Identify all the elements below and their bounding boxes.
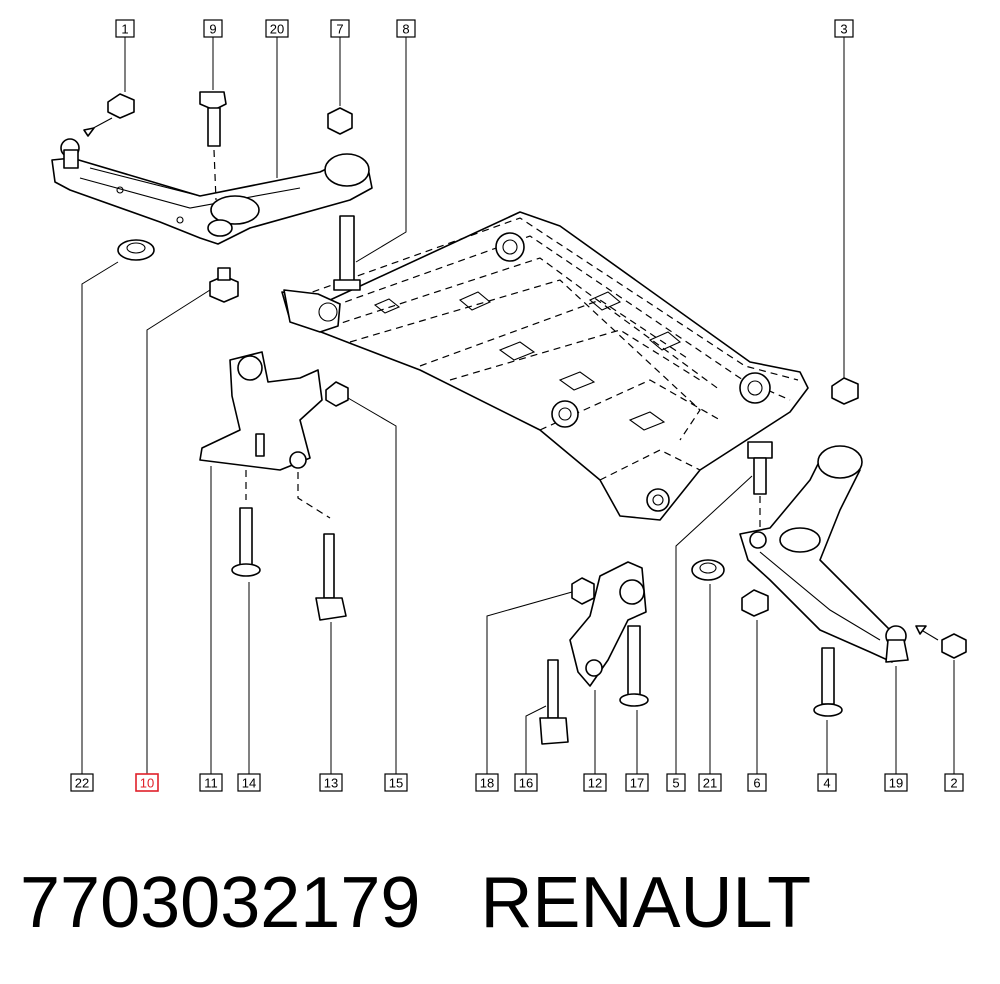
callout-6[interactable]: 6	[747, 773, 767, 792]
callout-14[interactable]: 14	[237, 773, 261, 792]
svg-text:7: 7	[336, 22, 343, 37]
svg-text:21: 21	[703, 776, 717, 791]
svg-text:11: 11	[204, 776, 218, 791]
svg-text:10: 10	[140, 776, 154, 791]
bolt-14	[231, 507, 261, 577]
bolt-9	[199, 91, 227, 147]
callout-8[interactable]: 8	[396, 19, 416, 38]
callout-2[interactable]: 2	[944, 773, 964, 792]
svg-text:22: 22	[75, 776, 89, 791]
callout-17[interactable]: 17	[625, 773, 649, 792]
svg-text:16: 16	[519, 776, 533, 791]
svg-text:8: 8	[402, 22, 409, 37]
nut-10	[209, 267, 239, 303]
svg-text:5: 5	[672, 776, 679, 791]
bolt-4	[813, 647, 843, 717]
svg-text:6: 6	[753, 776, 760, 791]
callout-10[interactable]: 10	[135, 773, 159, 792]
callout-22[interactable]: 22	[70, 773, 94, 792]
leader-lines	[81, 37, 955, 774]
nut-3	[831, 377, 859, 405]
callout-3[interactable]: 3	[834, 19, 854, 38]
callout-1[interactable]: 1	[115, 19, 135, 38]
caption: 7703032179 RENAULT	[20, 858, 811, 948]
arrow-head-1	[83, 127, 95, 137]
svg-text:12: 12	[588, 776, 602, 791]
svg-text:1: 1	[121, 22, 128, 37]
nut-1	[107, 93, 135, 119]
svg-text:14: 14	[242, 776, 256, 791]
callout-9[interactable]: 9	[203, 19, 223, 38]
callout-19[interactable]: 19	[884, 773, 908, 792]
svg-text:4: 4	[823, 776, 830, 791]
right-wishbone	[739, 445, 909, 663]
svg-text:15: 15	[389, 776, 403, 791]
callout-16[interactable]: 16	[514, 773, 538, 792]
bolt-16	[539, 659, 569, 745]
svg-text:17: 17	[630, 776, 644, 791]
nut-6	[741, 589, 769, 617]
callout-21[interactable]: 21	[698, 773, 722, 792]
callout-13[interactable]: 13	[319, 773, 343, 792]
left-bracket	[199, 351, 323, 471]
subframe-cradle	[281, 211, 809, 521]
part-number: 7703032179	[20, 863, 421, 943]
callout-12[interactable]: 12	[583, 773, 607, 792]
callout-20[interactable]: 20	[265, 19, 289, 38]
bolt-13	[315, 533, 347, 621]
washer-21	[691, 559, 725, 581]
right-bracket	[569, 561, 647, 687]
callout-15[interactable]: 15	[384, 773, 408, 792]
arrow-head-2	[915, 625, 927, 635]
nut-18	[571, 577, 595, 605]
bolt-17	[619, 625, 649, 707]
nut-7	[327, 107, 353, 135]
nut-2	[941, 633, 967, 659]
axis-13	[297, 472, 331, 519]
svg-text:18: 18	[480, 776, 494, 791]
callout-7[interactable]: 7	[330, 19, 350, 38]
svg-text:2: 2	[950, 776, 957, 791]
left-wishbone	[51, 138, 373, 245]
callout-11[interactable]: 11	[199, 773, 223, 792]
brand-name: RENAULT	[480, 863, 812, 943]
bolt-5	[747, 441, 773, 495]
washer-22	[117, 239, 155, 261]
axis-9	[213, 149, 217, 201]
callout-4[interactable]: 4	[817, 773, 837, 792]
nut-15	[325, 381, 349, 407]
callout-5[interactable]: 5	[666, 773, 686, 792]
svg-text:9: 9	[209, 22, 216, 37]
svg-text:19: 19	[889, 776, 903, 791]
svg-text:13: 13	[324, 776, 338, 791]
svg-text:3: 3	[840, 22, 847, 37]
callout-18[interactable]: 18	[475, 773, 499, 792]
svg-text:20: 20	[270, 22, 284, 37]
bolt-8	[333, 215, 361, 291]
